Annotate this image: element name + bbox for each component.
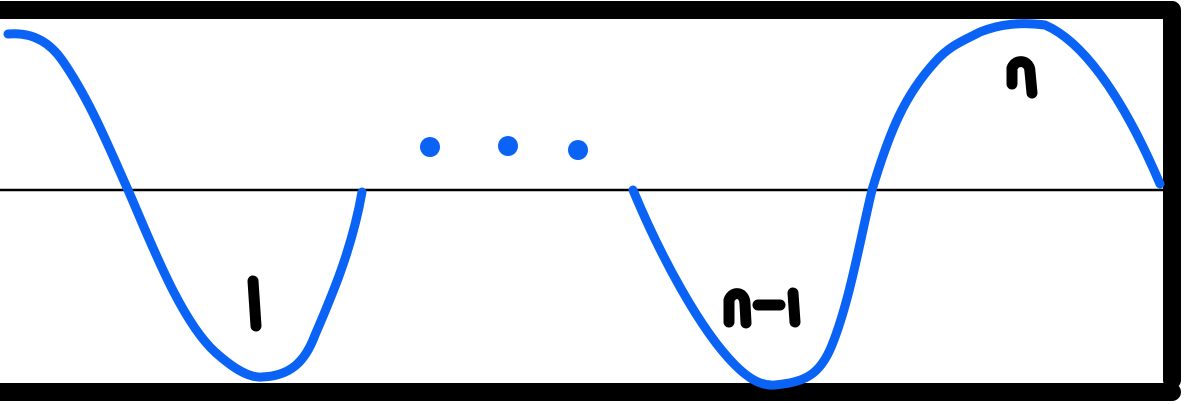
lobe-label-n: n [1006,56,1038,99]
wave-segment-left [3,29,367,382]
lobe-label-n-minus-1: n-1 [723,287,801,329]
label-1-stroke [787,287,801,328]
ellipsis-dots [420,136,588,160]
ellipsis-dot [498,136,518,156]
ellipsis-dot [420,137,440,157]
label-1-stroke [247,275,262,332]
wave-segment-right [628,19,1165,390]
label-n-stroke [1006,56,1038,99]
lobe-label-1: 1 [247,275,262,332]
ellipsis-dot [568,140,588,160]
label-n-stroke [723,288,752,329]
